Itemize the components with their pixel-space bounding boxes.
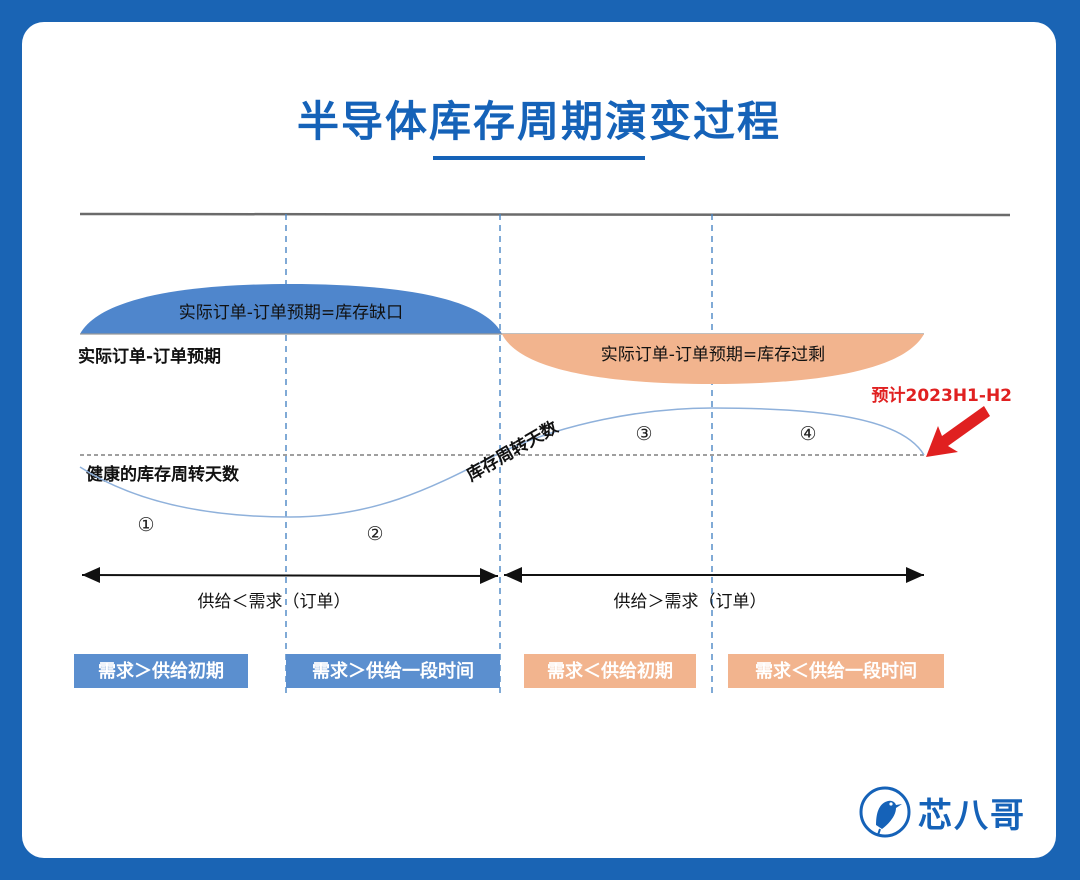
page-title: 半导体库存周期演变过程 <box>296 97 781 146</box>
svg-text:需求＞供给一段时间: 需求＞供给一段时间 <box>312 660 474 682</box>
brand-logo: 芯八哥 <box>858 784 1026 840</box>
svg-text:需求＞供给初期: 需求＞供给初期 <box>98 660 224 682</box>
surplus-area <box>502 334 924 384</box>
svg-text:需求＜供给一段时间: 需求＜供给一段时间 <box>755 660 917 682</box>
shortage-label: 实际订单-订单预期=库存缺口 <box>179 303 403 323</box>
forecast-label: 预计2023H1-H2 <box>872 385 1012 406</box>
supply-lt-demand-label: 供给＜需求（订单） <box>198 592 351 612</box>
svg-text:需求＜供给初期: 需求＜供给初期 <box>547 660 673 682</box>
title-underline <box>433 156 645 160</box>
inventory-cycle-diagram: 实际订单-订单预期=库存缺口 实际订单-订单预期=库存过剩 实际订单-订单预期 … <box>74 212 1012 694</box>
phase-number-1: ① <box>137 514 154 536</box>
supply-gt-demand-label: 供给＞需求（订单） <box>614 592 767 612</box>
phase-number-3: ③ <box>635 423 652 445</box>
phase-box-1: 需求＞供给初期 <box>74 654 248 688</box>
turnover-label: 库存周转天数 <box>463 416 563 486</box>
healthy-turnover-label: 健康的库存周转天数 <box>86 464 240 485</box>
phase-box-3: 需求＜供给初期 <box>524 654 696 688</box>
supply-lt-demand-arrow <box>81 567 499 584</box>
brand-name: 芯八哥 <box>918 795 1026 836</box>
forecast-arrow-icon <box>926 406 990 457</box>
bird-logo-icon <box>859 786 911 838</box>
phase-box-4: 需求＜供给一段时间 <box>728 654 944 688</box>
turnover-curve <box>79 407 925 518</box>
axis-label: 实际订单-订单预期 <box>78 346 221 367</box>
top-rule <box>79 212 1011 217</box>
phase-box-2: 需求＞供给一段时间 <box>286 654 500 688</box>
phase-number-4: ④ <box>799 423 816 445</box>
phase-number-2: ② <box>366 523 383 545</box>
shortage-area <box>80 284 502 334</box>
surplus-label: 实际订单-订单预期=库存过剩 <box>601 345 825 365</box>
content-card: 半导体库存周期演变过程 实际订单-订单预期=库存缺口 实际订单-订单预期=库存过… <box>22 22 1056 858</box>
